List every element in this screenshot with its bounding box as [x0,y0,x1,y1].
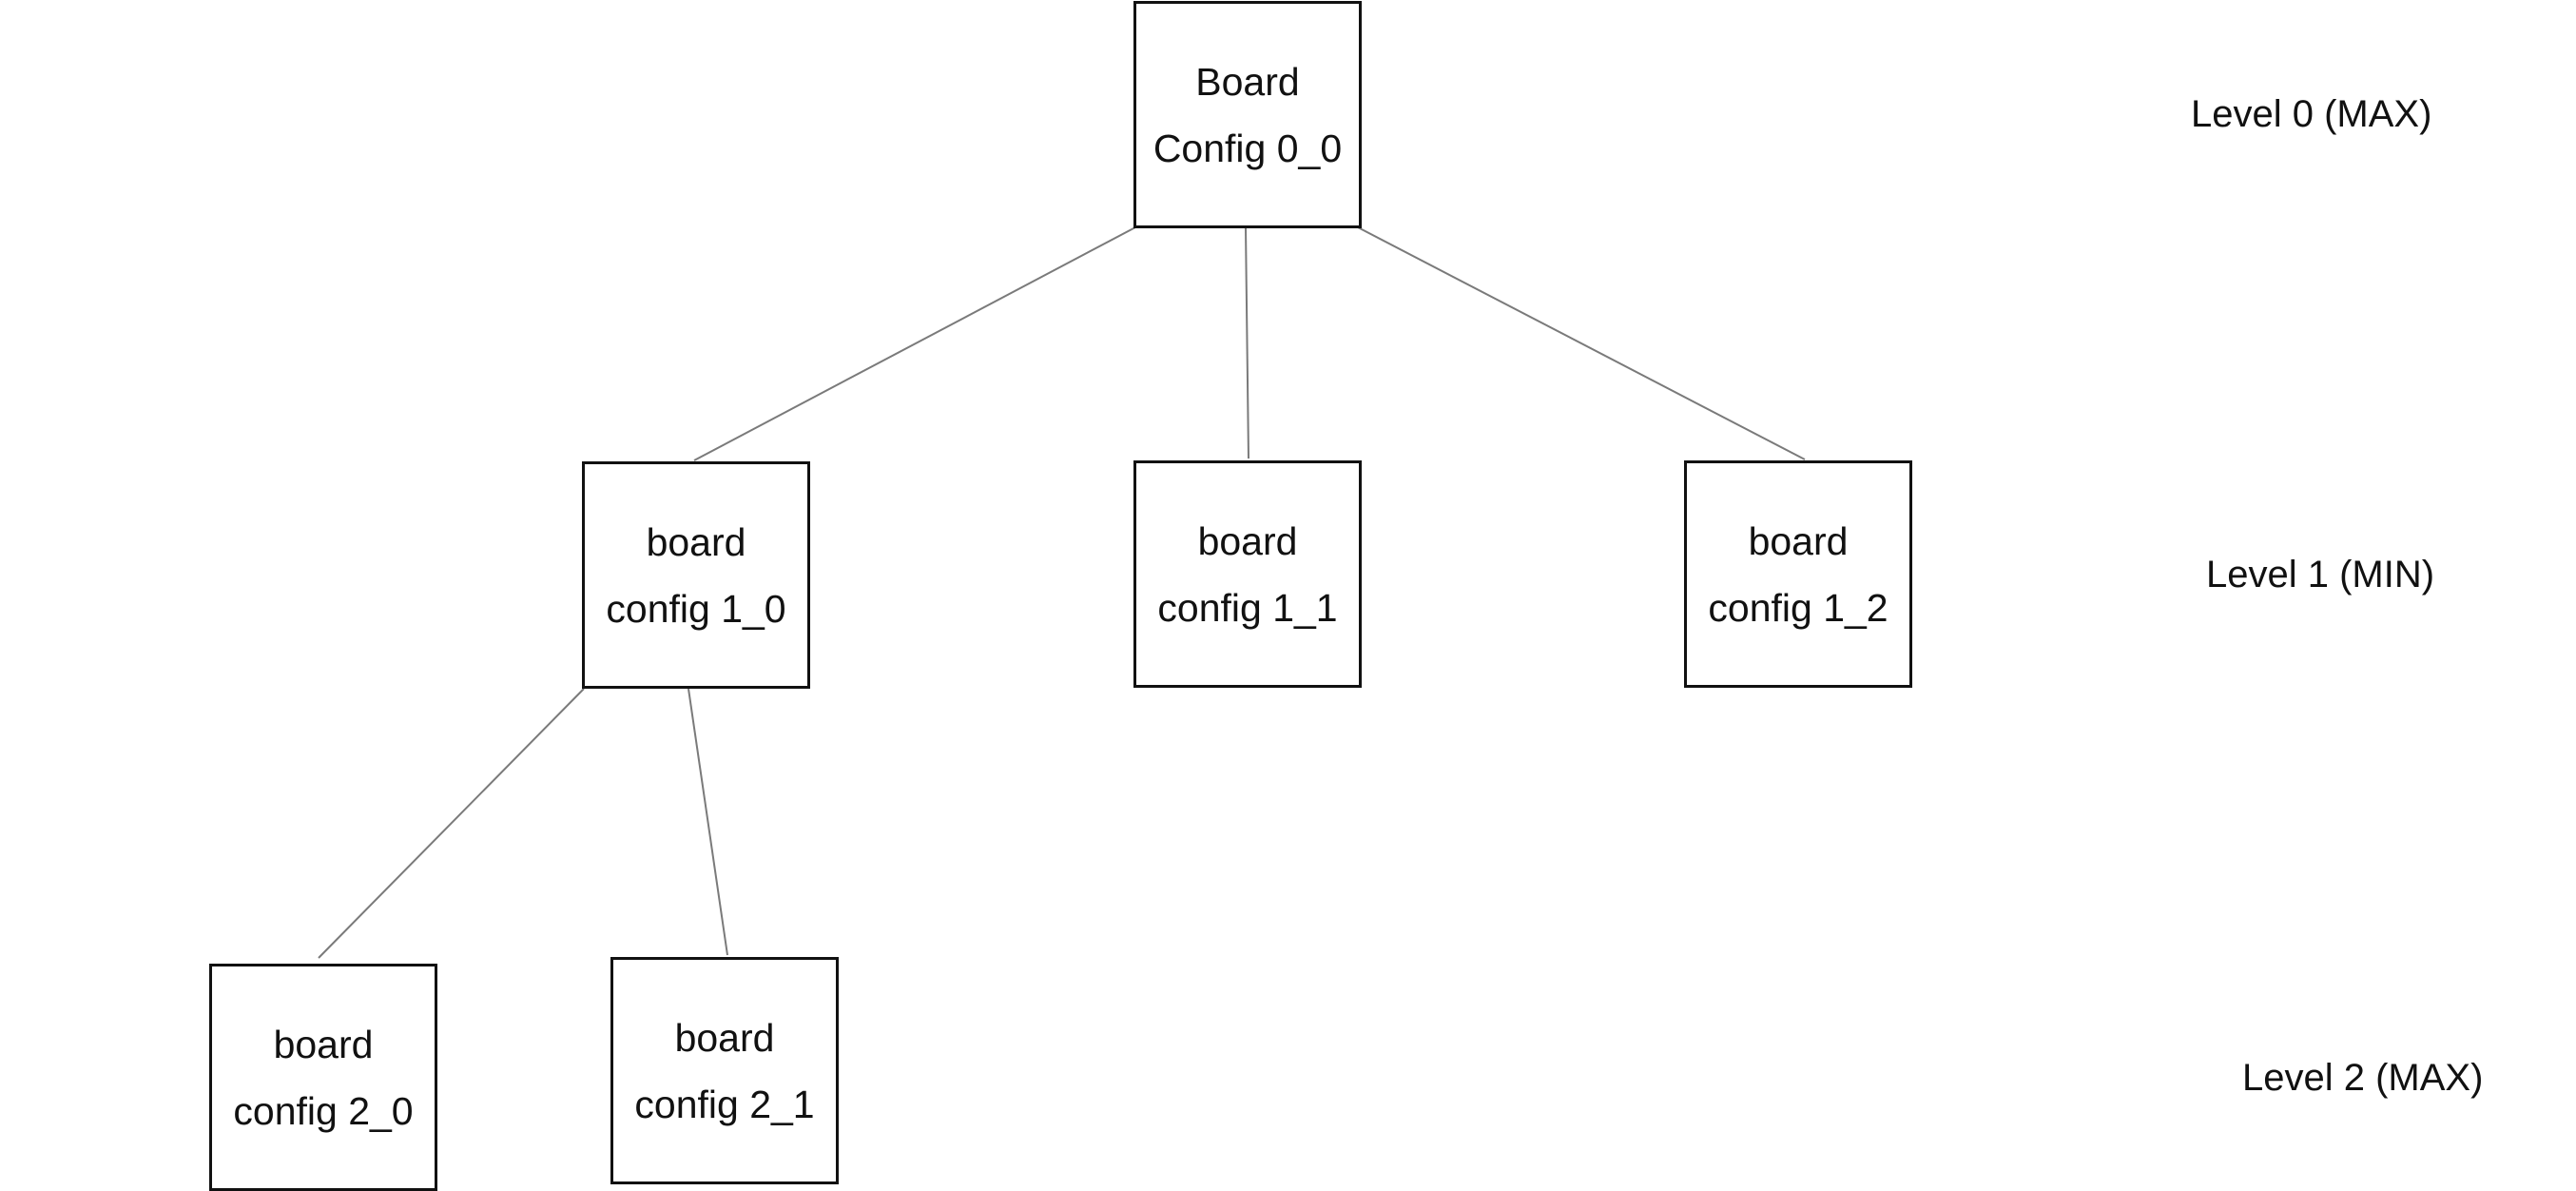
level-label-1: Level 1 (MIN) [2206,554,2435,596]
node-label-line1: board [1748,518,1849,563]
node-label-line2: Config 0_0 [1152,126,1343,170]
node-label-line2: config 1_1 [1157,585,1338,630]
node-label-line2: config 1_0 [606,586,786,631]
node-label-line1: board [674,1015,775,1060]
edge-1_0-to-2_0 [318,688,585,959]
node-board-config-1-1: board config 1_1 [1133,460,1362,688]
node-label-line1: board [1197,518,1298,563]
level-label-0: Level 0 (MAX) [2191,93,2432,135]
node-board-config-0-0: Board Config 0_0 [1133,1,1362,228]
node-label-line2: config 2_0 [233,1088,414,1133]
node-board-config-2-0: board config 2_0 [209,964,437,1191]
edge-0_0-to-1_0 [693,226,1136,461]
node-board-config-1-2: board config 1_2 [1684,460,1912,688]
node-label-line1: Board [1195,59,1300,104]
edge-0_0-to-1_2 [1357,226,1806,460]
edge-0_0-to-1_1 [1245,226,1249,459]
node-board-config-1-0: board config 1_0 [582,461,810,689]
node-board-config-2-1: board config 2_1 [610,957,839,1184]
node-label-line2: config 2_1 [634,1082,815,1126]
node-label-line2: config 1_2 [1708,585,1888,630]
node-label-line1: board [646,519,746,564]
node-label-line1: board [273,1022,374,1066]
edge-1_0-to-2_1 [688,688,728,956]
level-label-2: Level 2 (MAX) [2242,1057,2484,1099]
